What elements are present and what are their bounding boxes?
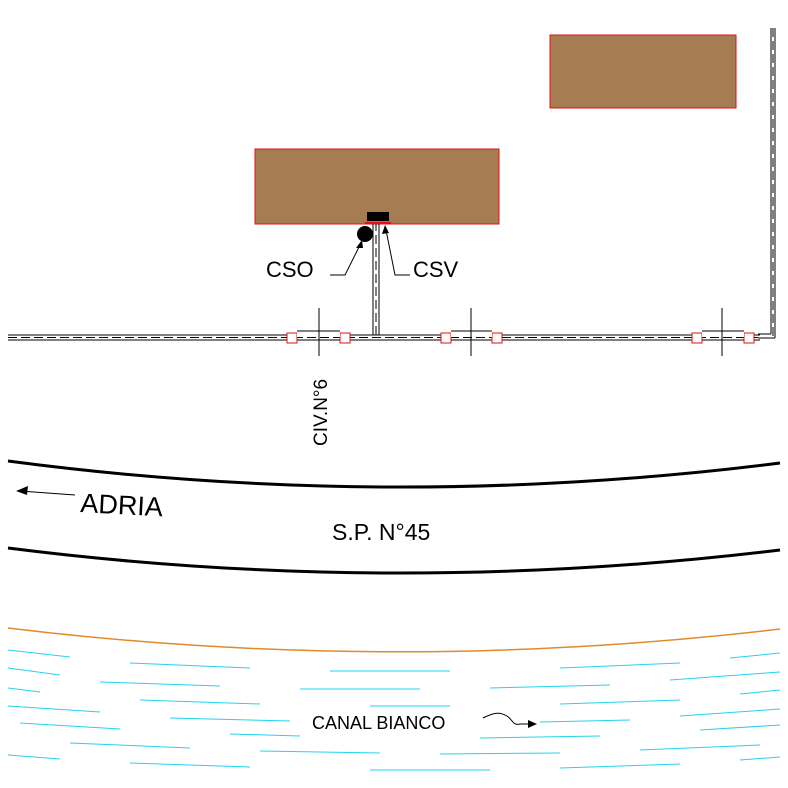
road-label: S.P. N°45 [332, 519, 430, 545]
fence-main [8, 334, 760, 341]
direction-label: ADRIA [80, 488, 164, 522]
arrow-left-icon [16, 486, 76, 496]
csv-label: CSV [413, 257, 459, 282]
gate-middle [440, 308, 503, 356]
road-edge-south [7, 546, 781, 575]
squiggle-arrow-right-icon [482, 712, 537, 728]
csv-meter-box-icon [367, 212, 389, 221]
cso-meter-icon [357, 226, 373, 242]
building-upper-right [549, 34, 737, 109]
crosshair-icon [452, 308, 490, 356]
canal-label: CANAL BIANCO [312, 713, 445, 733]
gate-civ6 [286, 308, 351, 356]
crosshair-icon [703, 308, 741, 356]
cso-label: CSO [266, 257, 314, 282]
csv-leader-line [382, 225, 410, 276]
cso-leader-line [330, 240, 363, 276]
canal-bank [7, 627, 781, 653]
gate-right [691, 308, 755, 356]
crosshair-icon [300, 308, 338, 356]
fence-right [758, 28, 776, 339]
fence-branch [372, 222, 380, 335]
road-edge-north [7, 459, 781, 489]
canal-water [7, 649, 781, 771]
civic-number-label: CIV.N°6 [311, 379, 332, 446]
building-main [254, 148, 500, 225]
